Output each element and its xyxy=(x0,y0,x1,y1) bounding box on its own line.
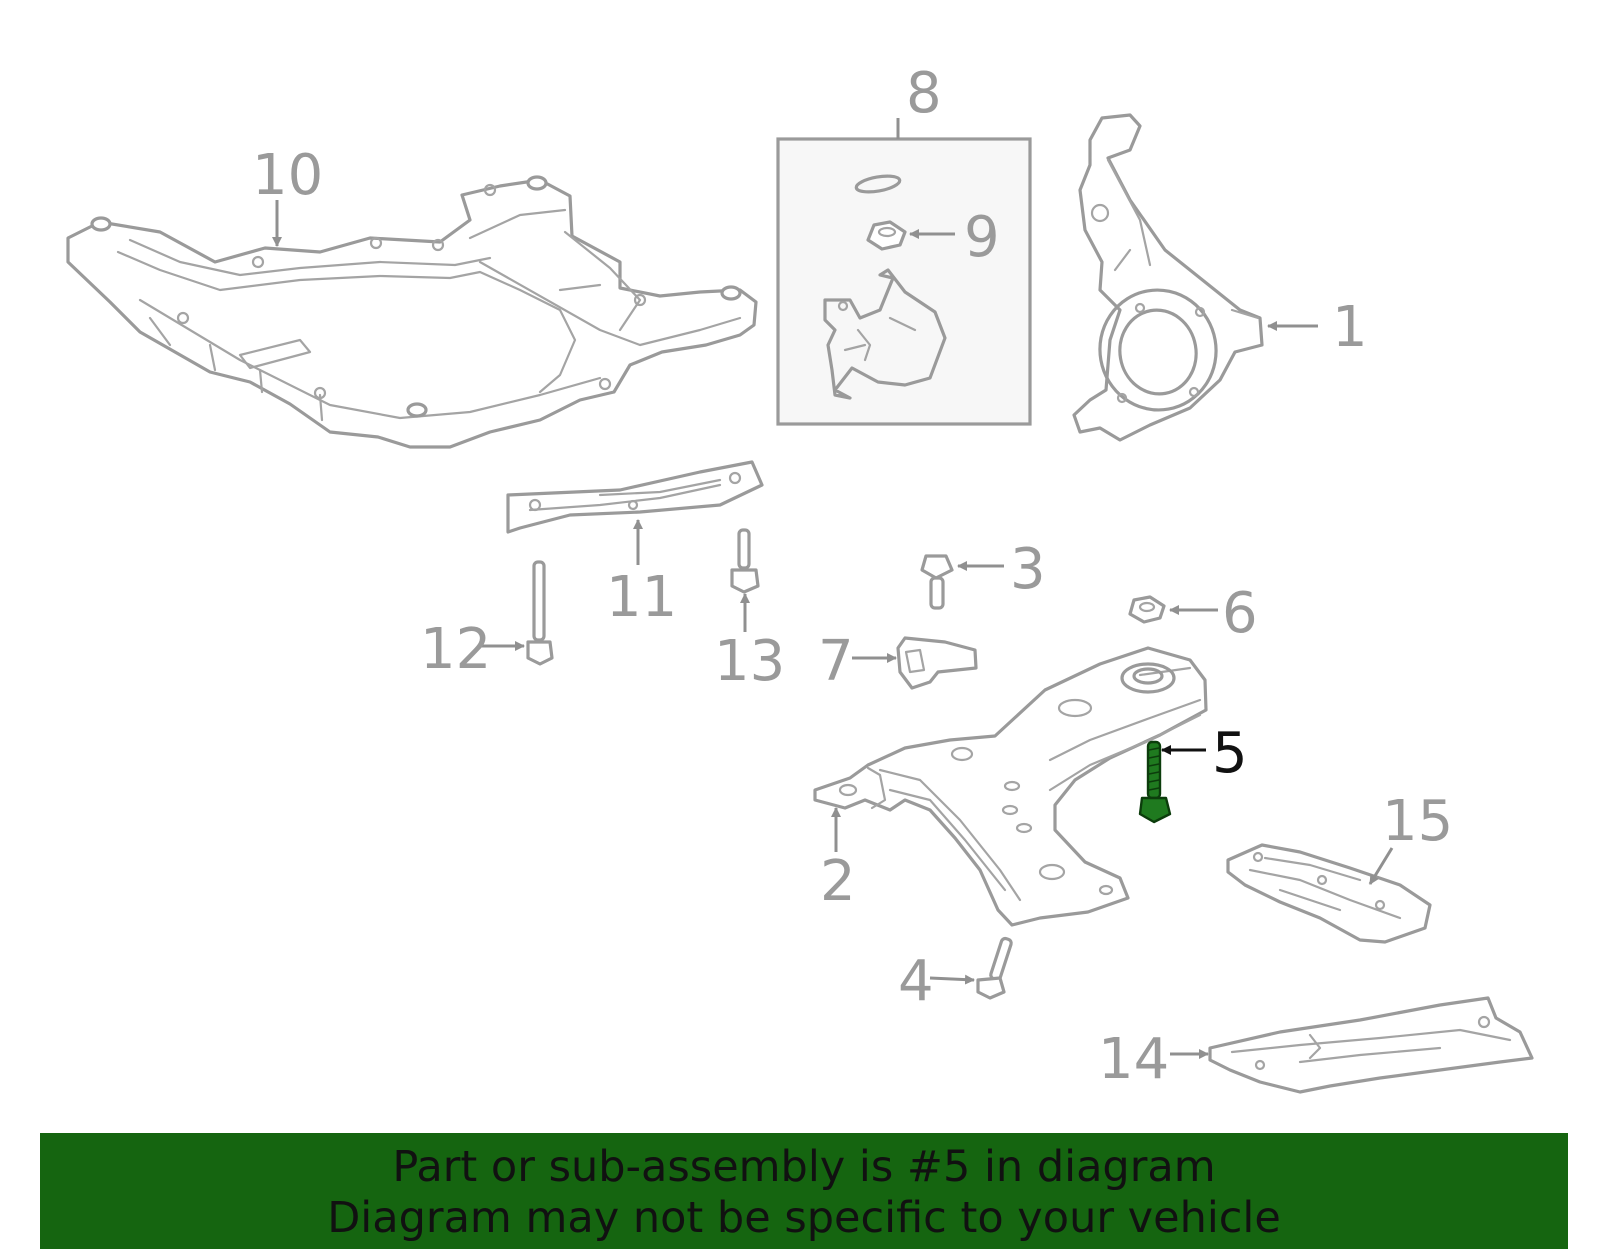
callout-9: 9 xyxy=(964,205,1000,270)
part-1-steering-knuckle xyxy=(1072,113,1264,442)
callout-4: 4 xyxy=(898,949,934,1014)
callout-5: 5 xyxy=(1212,721,1248,786)
callout-13: 13 xyxy=(714,629,785,694)
part-4-bolt xyxy=(976,936,1013,1000)
part-12-bolt xyxy=(526,560,554,666)
callout-10: 10 xyxy=(252,143,323,208)
part-3-bolt xyxy=(920,554,954,610)
callout-3: 3 xyxy=(1010,537,1046,602)
callout-11: 11 xyxy=(606,565,677,630)
banner-line-1: Part or sub-assembly is #5 in diagram xyxy=(392,1142,1216,1192)
callout-14: 14 xyxy=(1098,1027,1169,1092)
part-7-bushing xyxy=(896,636,978,690)
callout-8: 8 xyxy=(906,61,942,126)
callout-15: 15 xyxy=(1382,789,1453,854)
parts-diagram: 1 2 3 4 5 6 7 8 9 10 11 12 13 14 15 xyxy=(66,61,1534,1094)
part-13-bolt xyxy=(730,528,760,594)
callout-6: 6 xyxy=(1222,581,1258,646)
callout-2: 2 xyxy=(820,849,856,914)
info-banner: Part or sub-assembly is #5 in diagram Di… xyxy=(40,1133,1568,1249)
part-8-ball-joint-kit xyxy=(776,137,1032,426)
callout-1: 1 xyxy=(1332,295,1368,360)
part-11-bracket xyxy=(506,460,764,534)
part-15-cover xyxy=(1226,843,1432,944)
part-9-nut xyxy=(866,220,907,251)
part-2-lower-control-arm xyxy=(813,646,1208,927)
part-6-nut xyxy=(1128,595,1166,624)
callout-7: 7 xyxy=(818,629,854,694)
callout-12: 12 xyxy=(420,617,491,682)
part-10-subframe xyxy=(66,175,758,449)
part-5-bolt-highlighted xyxy=(1138,740,1172,824)
part-14-under-cover xyxy=(1208,996,1534,1094)
banner-line-2: Diagram may not be specific to your vehi… xyxy=(327,1193,1281,1243)
